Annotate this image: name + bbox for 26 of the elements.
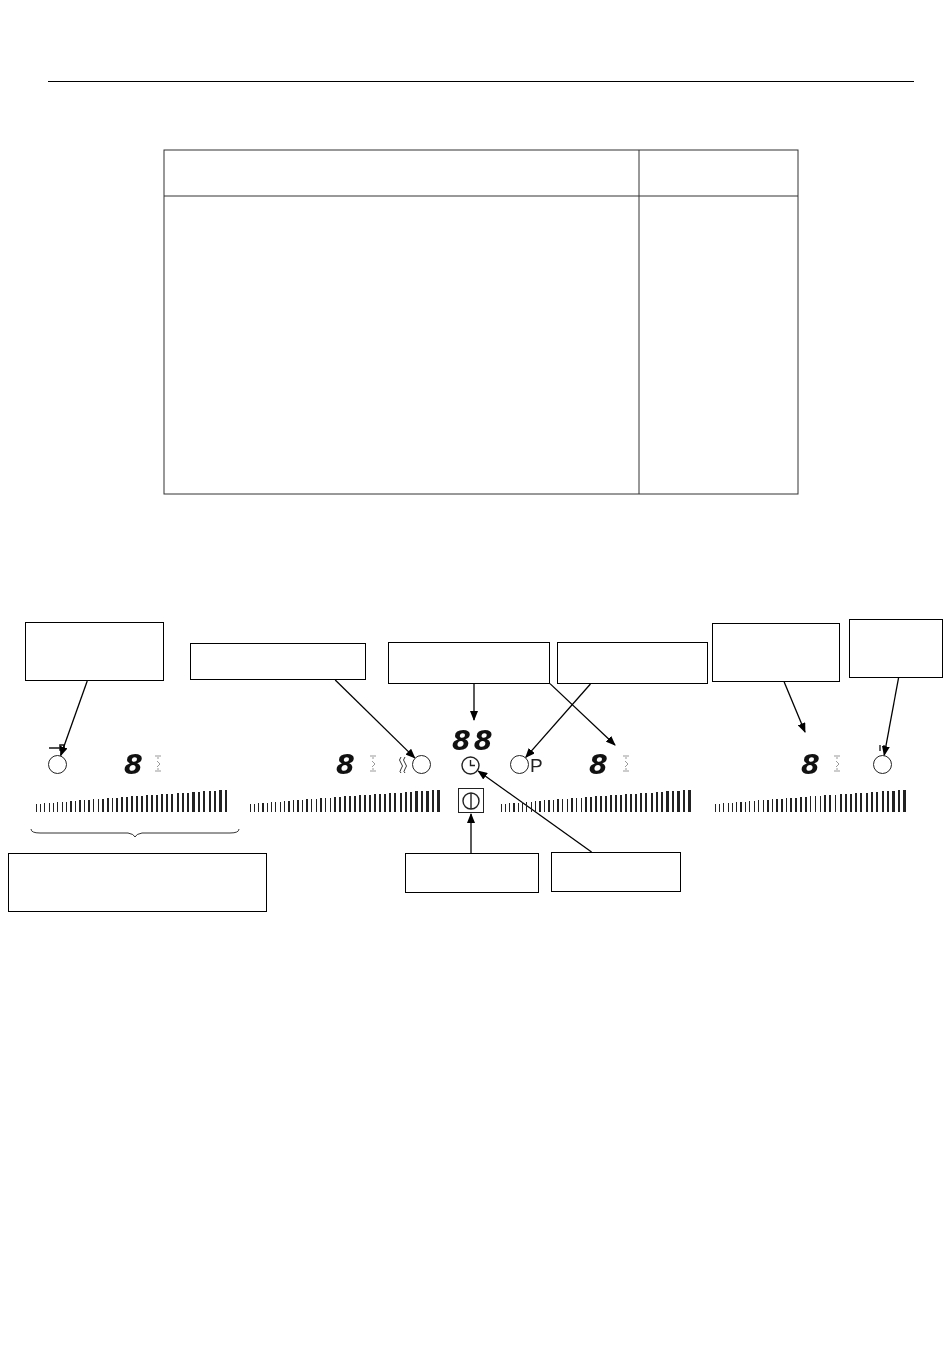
digit-display: 8 bbox=[336, 751, 358, 778]
callout-box bbox=[551, 852, 681, 892]
arrow bbox=[467, 813, 475, 854]
callout-box bbox=[557, 642, 708, 684]
arrow bbox=[881, 677, 900, 757]
digit-display: 8 bbox=[801, 751, 823, 778]
clock-icon bbox=[461, 756, 480, 775]
callout-box bbox=[8, 853, 267, 912]
digit-display: 8 bbox=[124, 751, 146, 778]
callout-box bbox=[190, 643, 366, 680]
power-button bbox=[458, 788, 484, 813]
arrow bbox=[334, 679, 416, 759]
arrow bbox=[525, 683, 592, 759]
callout-box bbox=[849, 619, 943, 678]
callout-box bbox=[388, 642, 550, 684]
callout-box bbox=[25, 622, 164, 681]
arrow bbox=[477, 770, 593, 853]
arrow bbox=[549, 682, 616, 746]
digit-display: 88 bbox=[452, 727, 496, 754]
arrow bbox=[783, 681, 806, 733]
callout-box bbox=[405, 853, 539, 893]
button-letter: P bbox=[530, 756, 543, 775]
digit-display: 8 bbox=[589, 751, 611, 778]
arrow bbox=[59, 680, 88, 757]
callout-box bbox=[712, 623, 840, 682]
arrow bbox=[470, 683, 478, 721]
